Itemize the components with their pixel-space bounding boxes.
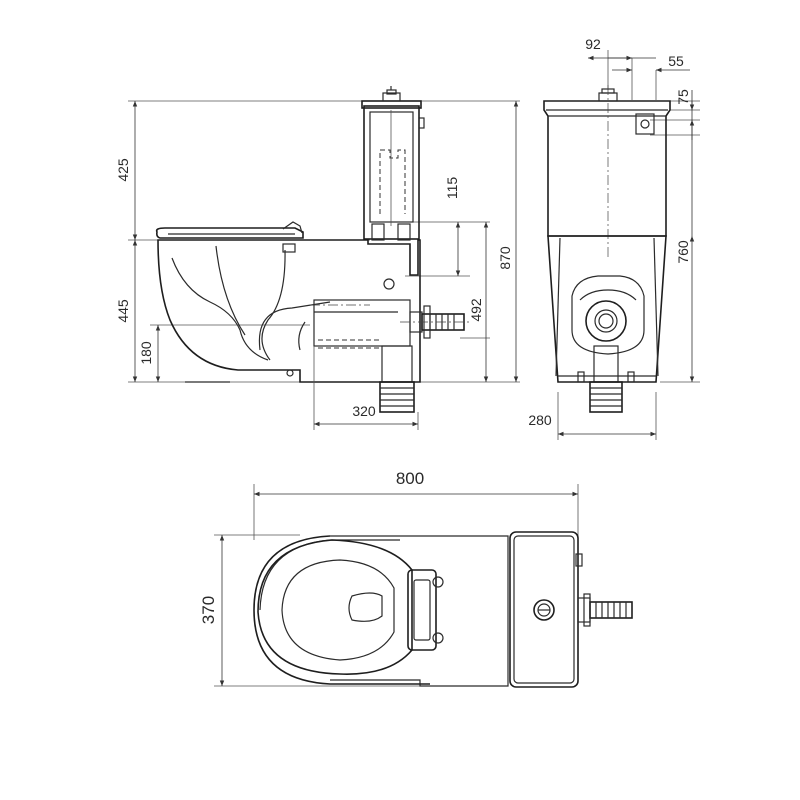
dim-800: 800: [396, 469, 424, 488]
top-cistern: [509, 531, 583, 688]
dim-55: 55: [668, 53, 684, 69]
top-seat: [257, 539, 413, 675]
dim-280: 280: [528, 412, 552, 428]
dim-445: 445: [115, 299, 131, 323]
side-tank: [361, 86, 425, 241]
dim-370: 370: [199, 596, 218, 624]
front-pedestal: [547, 235, 667, 413]
top-inlet-pipe: [577, 593, 633, 627]
front-cistern: [543, 85, 671, 260]
dim-870: 870: [497, 246, 513, 270]
side-pan: [157, 239, 421, 383]
dim-75: 75: [675, 89, 691, 105]
side-seat: [155, 221, 304, 239]
dim-760: 760: [675, 240, 691, 264]
side-outlet-pipe: [379, 345, 415, 413]
dim-115: 115: [444, 177, 460, 200]
top-view: 800 370: [199, 469, 633, 688]
side-view: 425 445 180 115 492 870 320: [115, 86, 520, 430]
dim-92: 92: [585, 36, 601, 52]
dim-320: 320: [352, 403, 376, 419]
top-pan: [253, 535, 509, 687]
dim-492: 492: [468, 298, 484, 322]
front-view: 92 55 75 760 280: [528, 36, 700, 440]
top-hinge: [407, 569, 444, 651]
dim-425: 425: [115, 158, 131, 182]
dim-180: 180: [138, 341, 154, 365]
side-inlet-pipe: [400, 305, 470, 339]
